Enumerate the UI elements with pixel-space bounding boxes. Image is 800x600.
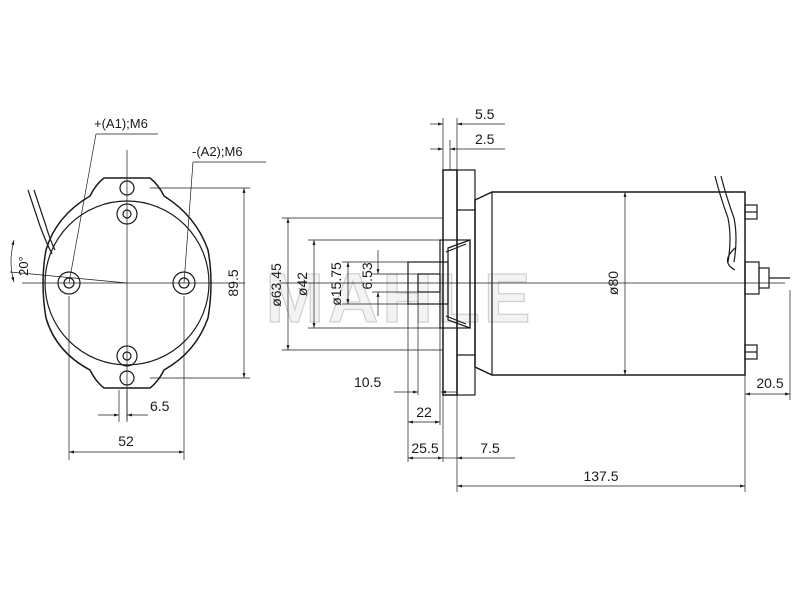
dia-flange-label: ø63.45	[268, 263, 284, 307]
side-terminal-stud-top	[744, 204, 758, 220]
side-wire-lead	[714, 175, 737, 263]
dim-25-5-label: 25.5	[411, 440, 438, 456]
dim-5-5-label: 5.5	[475, 106, 495, 122]
terminal-a1-bolt	[57, 271, 81, 295]
front-housing-outline	[42, 177, 212, 389]
angle-line	[9, 271, 128, 284]
side-wire-loop	[726, 247, 736, 271]
dia-body-label: ø80	[605, 271, 621, 295]
side-terminal-stud-middle	[744, 261, 790, 295]
screw-top	[116, 203, 138, 225]
angle-label: 20°	[16, 256, 31, 276]
width-label: 52	[118, 433, 134, 449]
a1-callout-leader	[68, 133, 97, 284]
screw-bottom	[116, 345, 138, 367]
bolt-offset-label: 6.5	[150, 398, 170, 414]
height-label: 89.5	[225, 269, 241, 296]
side-shaft-key	[417, 273, 441, 293]
angle-arc	[10, 239, 15, 283]
watermark-text: MAHLE	[266, 259, 535, 337]
hatch-2	[445, 315, 467, 325]
front-body-circle	[44, 200, 210, 366]
dim-2-5-label: 2.5	[475, 131, 495, 147]
watermark: MAHLE	[265, 258, 535, 337]
terminal-a2-label: -(A2);M6	[192, 144, 243, 159]
dim-10-5-label: 10.5	[354, 374, 381, 390]
dim-22-label: 22	[416, 404, 432, 420]
key-label: 6.53	[359, 262, 375, 289]
flange-hole-top	[119, 180, 135, 196]
dia-pilot-label: ø42	[294, 272, 310, 296]
total-length-label: 137.5	[583, 468, 618, 484]
side-terminal-stud-bottom	[744, 344, 758, 360]
terminal-a1-label: +(A1);M6	[94, 116, 148, 131]
side-view: 5.5 2.5 ø63.45 ø42 ø15.75 6.53 ø80	[268, 106, 791, 492]
front-wire-lead	[27, 189, 56, 255]
dia-shaft-label: ø15.75	[328, 262, 344, 306]
side-shaft	[407, 261, 449, 305]
a2-callout-leader	[183, 161, 194, 284]
dim-7-5-label: 7.5	[480, 440, 500, 456]
hatch-1	[445, 243, 467, 253]
front-view: 20° +(A1);M6 -(A2);M6 89.5 6.5 52	[9, 116, 266, 460]
terminal-a2-bolt	[172, 271, 196, 295]
dim-20-5-label: 20.5	[756, 375, 783, 391]
flange-hole-bottom	[119, 370, 135, 386]
